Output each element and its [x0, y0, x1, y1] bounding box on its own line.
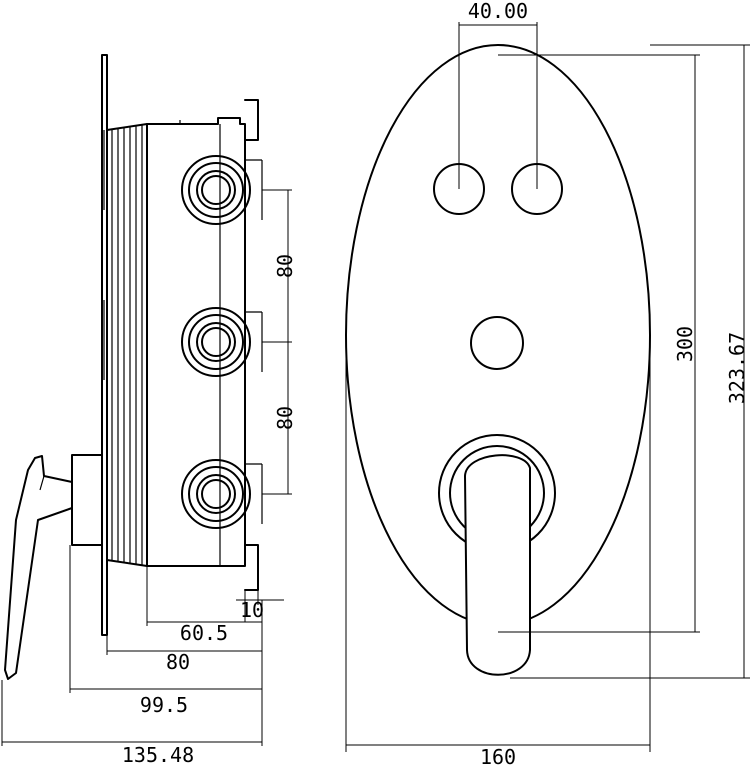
dim-depth-body: 60.5 — [180, 621, 228, 645]
front-knob-center — [470, 316, 524, 370]
dim-depth-total: 135.48 — [122, 743, 194, 766]
dim-depth-nut: 10 — [240, 598, 264, 622]
side-valve-body — [146, 117, 246, 567]
side-bottom-bracket — [244, 544, 259, 591]
side-threaded-sleeve — [106, 123, 148, 567]
side-outlet-bottom — [181, 459, 263, 529]
side-outlet-top — [181, 155, 263, 225]
front-lever-handle — [464, 454, 531, 676]
dim-outlet-spacing-lower: 80 — [273, 406, 297, 430]
side-outlet-middle — [181, 307, 263, 377]
side-dimensions: 80 80 10 60.5 80 99.5 135.48 — [1, 189, 297, 766]
dim-overall-height: 323.67 — [725, 332, 749, 404]
side-handle-base — [71, 454, 103, 546]
side-top-bracket — [244, 99, 259, 141]
dim-knob-spacing: 40.00 — [468, 0, 528, 23]
dim-depth-plate-to-body: 80 — [166, 650, 190, 674]
front-view — [345, 44, 651, 676]
dim-plate-height: 300 — [673, 326, 697, 362]
side-view — [4, 54, 263, 680]
front-dimensions: 40.00 300 323.67 160 — [345, 0, 750, 766]
dim-outlet-spacing-upper: 80 — [273, 254, 297, 278]
dim-plate-width: 160 — [480, 745, 516, 766]
dim-depth-handle: 99.5 — [140, 693, 188, 717]
side-thread-lines — [111, 124, 143, 566]
side-lever-handle — [4, 455, 73, 680]
